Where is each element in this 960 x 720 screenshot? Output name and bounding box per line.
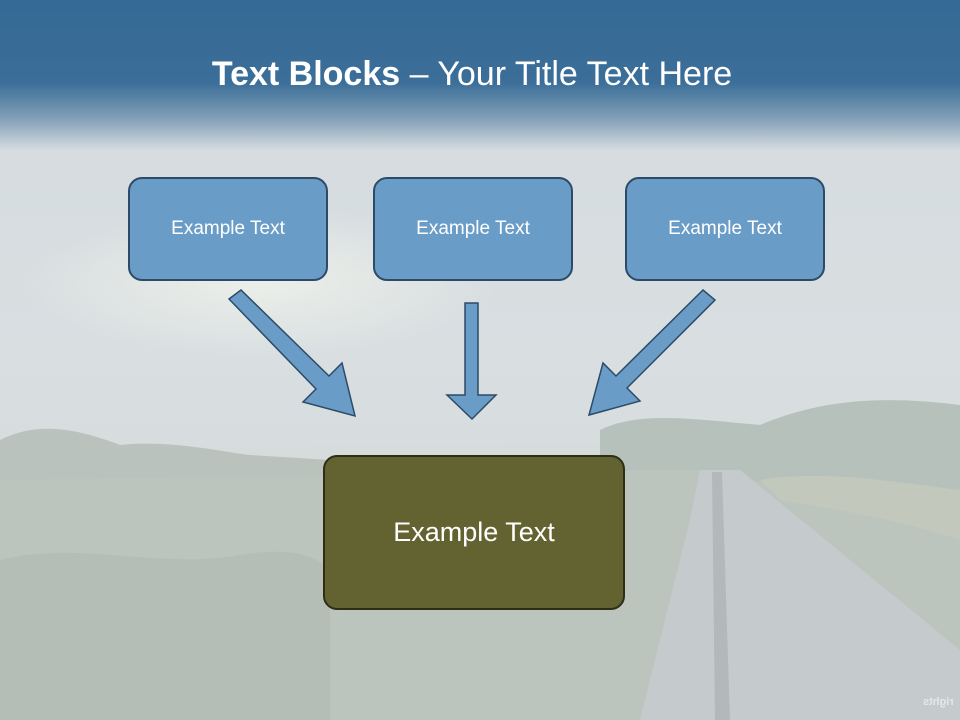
watermark-text: rights	[923, 696, 954, 708]
top-text-block-3-label: Example Text	[668, 218, 782, 239]
bottom-text-block-label: Example Text	[393, 517, 555, 547]
title-separator: –	[400, 55, 438, 93]
top-text-block-3[interactable]: Example Text	[625, 177, 825, 281]
top-text-block-2-label: Example Text	[416, 218, 530, 239]
middle-down-arrow	[445, 302, 498, 421]
left-diagonal-arrow	[227, 289, 357, 418]
top-text-block-1[interactable]: Example Text	[128, 177, 328, 281]
title-band	[0, 0, 960, 150]
top-text-block-1-label: Example Text	[171, 218, 285, 239]
right-diagonal-arrow	[587, 288, 717, 417]
bottom-text-block[interactable]: Example Text	[323, 455, 625, 610]
title-rest-part: Your Title Text Here	[437, 55, 733, 93]
top-text-block-2[interactable]: Example Text	[373, 177, 573, 281]
title-bold-part: Text Blocks	[211, 55, 401, 93]
slide-title: Text Blocks – Your Title Text Here	[0, 52, 944, 96]
